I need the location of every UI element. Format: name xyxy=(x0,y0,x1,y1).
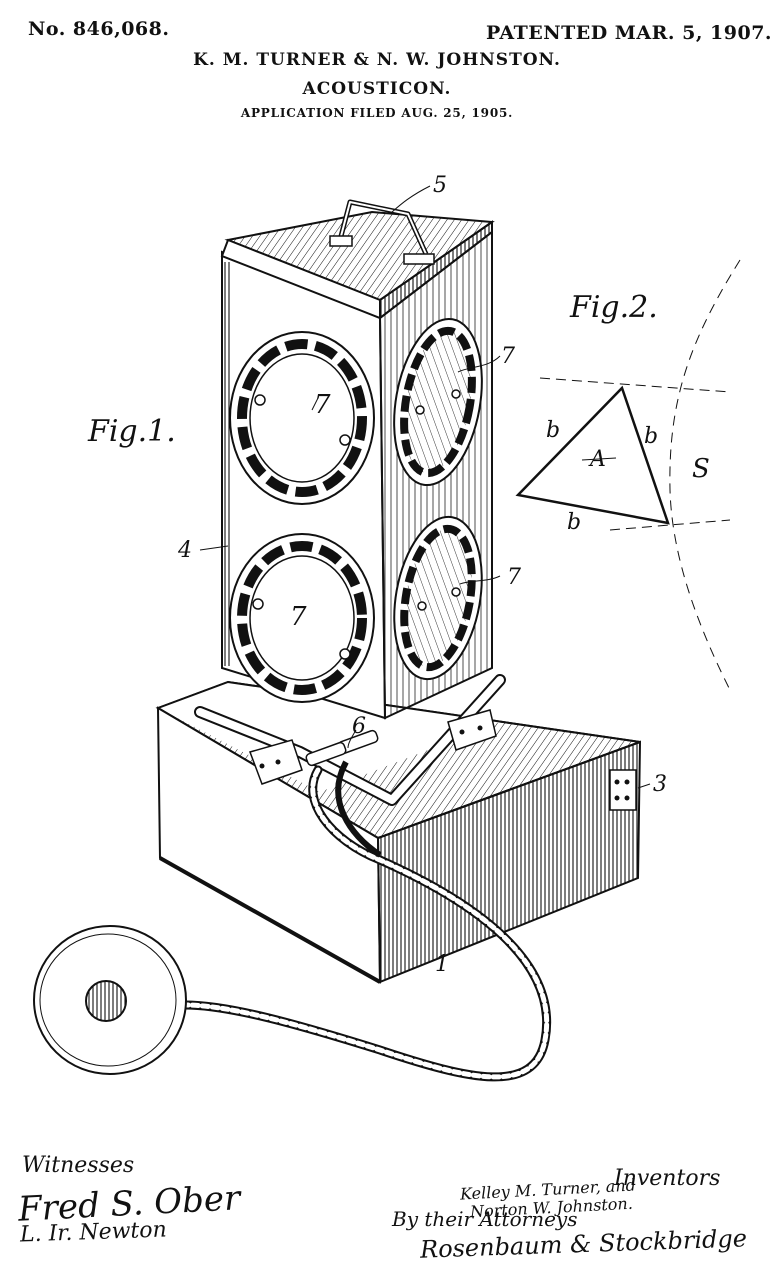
witnesses-heading: Witnesses xyxy=(22,1153,135,1178)
earpiece xyxy=(33,925,187,1075)
receiver-upper-left xyxy=(229,331,375,505)
patent-number: No. 846,068. xyxy=(28,18,170,40)
fig1-label: Fig.1. xyxy=(88,414,176,449)
invention-title: ACOUSTICON. xyxy=(302,79,452,99)
ref-7-lower-left: 7 xyxy=(290,602,307,632)
receiver-lower-right xyxy=(393,515,483,681)
base-box xyxy=(155,680,642,984)
leader-lines xyxy=(199,185,651,789)
ref-b-bottom: b xyxy=(567,510,582,535)
inventors-line: K. M. TURNER & N. W. JOHNSTON. xyxy=(193,50,561,70)
ref-3: 3 xyxy=(653,772,667,797)
ref-7-upper-right: 7 xyxy=(501,344,515,369)
ref-6: 6 xyxy=(352,714,366,739)
ref-S: S xyxy=(692,454,710,484)
ref-7-lower-right: 7 xyxy=(507,565,521,590)
receiver-upper-right xyxy=(393,317,483,487)
patent-drawing-page: No. 846,068. PATENTED MAR. 5, 1907. K. M… xyxy=(17,18,772,1264)
application-filed-date: APPLICATION FILED AUG. 25, 1905. xyxy=(240,106,514,120)
by-attorneys-label: By their Attorneys xyxy=(392,1207,578,1231)
patent-date: PATENTED MAR. 5, 1907. xyxy=(486,22,772,44)
ref-7-upper-left: 7 xyxy=(314,390,331,420)
twisted-cord xyxy=(180,760,552,1082)
hearing-tube-frame xyxy=(194,674,506,806)
fig2-label: Fig.2. xyxy=(570,290,658,325)
ref-b-right: b xyxy=(644,424,659,449)
ref-4: 4 xyxy=(178,538,192,563)
ref-b-left: b xyxy=(546,418,561,443)
patent-drawing xyxy=(33,185,741,1082)
ref-A: A xyxy=(590,447,606,472)
receiver-lower-left xyxy=(229,533,375,703)
inventors-heading: Inventors xyxy=(614,1166,721,1191)
fig2-diagram xyxy=(515,259,741,691)
witness-signature-2: L. Ir. Newton xyxy=(19,1217,168,1248)
ref-5: 5 xyxy=(433,173,447,198)
ref-1: 1 xyxy=(435,952,449,977)
